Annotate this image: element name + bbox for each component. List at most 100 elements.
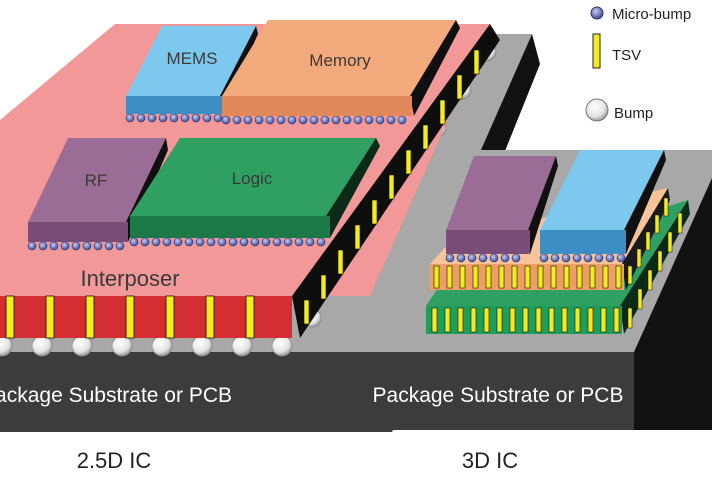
micro-bump: [375, 115, 385, 125]
tsv: [431, 307, 438, 333]
3d-bottom-die-side: [620, 200, 690, 334]
micro-bump: [456, 253, 466, 263]
legend-micro-bump-label: Micro-bump: [612, 6, 691, 23]
micro-bump: [243, 115, 253, 125]
memory-label: Memory: [309, 51, 371, 70]
tsv: [677, 212, 683, 234]
logic-label: Logic: [232, 169, 273, 188]
interposer-side-tsv-row: [303, 49, 480, 325]
memory-chip-top: [222, 20, 456, 96]
3d-blue-die-micro-bumps: [539, 253, 626, 263]
3d-bottom-die-tsv-row: [431, 307, 620, 333]
micro-bump: [140, 237, 150, 247]
tsv: [636, 248, 642, 268]
bump: [31, 335, 53, 357]
tsv: [563, 265, 570, 289]
tsv: [165, 295, 175, 339]
tsv: [245, 295, 255, 339]
right-substrate-side: [634, 178, 712, 430]
mems-micro-bumps: [125, 113, 223, 123]
3d-top-blue-die: [539, 150, 666, 263]
logic-micro-bumps: [129, 237, 326, 247]
tsv: [574, 307, 581, 333]
micro-bump: [283, 237, 293, 247]
micro-bump: [173, 237, 183, 247]
tsv: [602, 265, 609, 289]
micro-bump-icon: [590, 6, 604, 20]
3d-bottom-die-side-tsvs: [627, 212, 683, 329]
micro-bump: [316, 237, 326, 247]
bump: [151, 335, 173, 357]
micro-bump: [305, 237, 315, 247]
tsv: [647, 269, 653, 291]
right-3d-ic: Package Substrate or PCB: [362, 150, 712, 473]
micro-bump: [239, 237, 249, 247]
tsv: [561, 307, 568, 333]
tsv: [654, 214, 660, 234]
tsv: [587, 307, 594, 333]
left-2-5d-ic: Package Substrate or PCB Interposer MEMS: [0, 20, 540, 473]
micro-bump: [539, 253, 549, 263]
rf-micro-bumps: [27, 241, 125, 251]
micro-bump: [294, 237, 304, 247]
3d-blue-die-top: [540, 150, 664, 230]
legend-bump-label: Bump: [614, 105, 653, 122]
tsv: [522, 307, 529, 333]
micro-bump: [342, 115, 352, 125]
micro-bump: [616, 253, 626, 263]
tsv: [645, 231, 651, 251]
tsv: [548, 307, 555, 333]
tsv: [85, 295, 95, 339]
tsv: [509, 307, 516, 333]
micro-bump: [93, 241, 103, 251]
tsv: [627, 265, 633, 285]
micro-bump: [169, 113, 179, 123]
tsv: [439, 99, 446, 125]
3d-middle-die-tsv-row: [433, 265, 622, 289]
3d-blue-die-side: [624, 150, 666, 254]
chip-logic: Logic: [129, 138, 380, 247]
left-substrate-front: [0, 352, 392, 432]
3d-purple-die-top: [446, 156, 556, 230]
tsv: [613, 307, 620, 333]
micro-bump: [364, 115, 374, 125]
mems-label: MEMS: [167, 49, 218, 68]
micro-bump: [151, 237, 161, 247]
tsv: [45, 295, 55, 339]
micro-bump: [605, 253, 615, 263]
3d-middle-die-side-tsvs: [627, 197, 669, 285]
tsv: [388, 174, 395, 200]
memory-chip-front: [222, 96, 412, 116]
micro-bump: [38, 241, 48, 251]
micro-bump: [250, 237, 260, 247]
micro-bump: [550, 253, 560, 263]
tsv: [637, 288, 643, 310]
micro-bump: [147, 113, 157, 123]
left-substrate-label: Package Substrate or PCB: [0, 384, 232, 407]
mems-chip-front: [126, 96, 222, 114]
tsv: [303, 299, 310, 325]
3d-purple-die-side: [528, 156, 558, 254]
micro-bump: [221, 115, 231, 125]
tsv: [600, 307, 607, 333]
tsv: [205, 295, 215, 339]
micro-bump: [232, 115, 242, 125]
memory-chip-side: [410, 20, 460, 116]
tsv: [354, 224, 361, 250]
micro-bump: [298, 115, 308, 125]
tsv: [511, 265, 518, 289]
tsv: [485, 265, 492, 289]
right-substrate-label: Package Substrate or PCB: [373, 384, 624, 407]
micro-bump: [572, 253, 582, 263]
tsv: [456, 74, 463, 100]
micro-bump: [478, 253, 488, 263]
interposer-label: Interposer: [80, 266, 179, 291]
tsv: [473, 49, 480, 75]
micro-bump: [254, 115, 264, 125]
micro-bump: [191, 113, 201, 123]
interposer-side: [292, 24, 500, 338]
bump: [111, 335, 133, 357]
tsv: [444, 307, 451, 333]
micro-bump: [162, 237, 172, 247]
mems-chip-top: [126, 26, 256, 96]
